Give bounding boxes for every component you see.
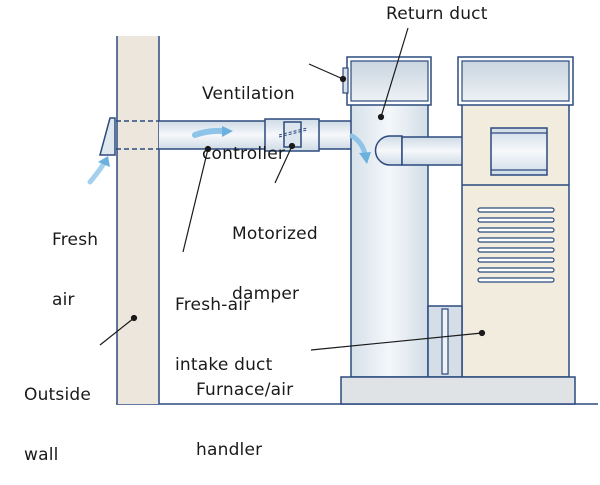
louver-slot bbox=[477, 277, 555, 283]
label-fresh-air-intake-duct: Fresh-air intake duct bbox=[175, 255, 272, 395]
furnace-air-handler bbox=[457, 56, 574, 378]
leader-intake-duct bbox=[182, 145, 212, 253]
label-intake-duct-line2: intake duct bbox=[175, 355, 273, 375]
label-motorized-damper-line2: damper bbox=[232, 284, 300, 304]
louver-slot bbox=[477, 247, 555, 253]
louver-slot bbox=[477, 217, 555, 223]
louver-slot bbox=[477, 267, 555, 273]
airflow-arrow-intake bbox=[192, 126, 233, 138]
airflow-arrow-fresh-air bbox=[87, 156, 110, 185]
filter-slot bbox=[427, 305, 463, 378]
louver-slot bbox=[477, 257, 555, 263]
label-ventilation-controller: Ventilation controller bbox=[202, 44, 295, 184]
label-intake-duct-line1: Fresh-air bbox=[175, 295, 251, 315]
base-platform bbox=[340, 376, 576, 405]
airflow-arrow-return bbox=[349, 133, 371, 164]
label-outside-wall-line2: wall bbox=[24, 445, 59, 465]
leader-motorized-damper bbox=[274, 142, 296, 184]
return-duct bbox=[346, 56, 432, 378]
label-ventilation-controller-line2: controller bbox=[202, 144, 286, 164]
ventilation-diagram bbox=[87, 27, 598, 405]
label-outside-wall-line1: Outside bbox=[24, 385, 92, 405]
louver-slot bbox=[477, 227, 555, 233]
louver-slot bbox=[477, 237, 555, 243]
blower-box bbox=[490, 127, 548, 176]
label-fresh-air-line1: Fresh bbox=[52, 230, 99, 250]
louver-slot bbox=[477, 207, 555, 213]
leader-return-duct bbox=[377, 27, 409, 121]
leader-ventilation-controller bbox=[308, 63, 347, 83]
outside-wall bbox=[116, 36, 160, 404]
label-motorized-damper: Motorized damper bbox=[232, 184, 318, 324]
label-furnace-line1: Furnace/air bbox=[196, 380, 294, 400]
label-furnace-air-handler: Furnace/air handler bbox=[196, 340, 293, 480]
leader-furnace bbox=[310, 329, 486, 351]
fresh-air-hood bbox=[99, 117, 116, 156]
label-motorized-damper-line1: Motorized bbox=[232, 224, 318, 244]
label-fresh-air-line2: air bbox=[52, 290, 75, 310]
label-fresh-air: Fresh air bbox=[52, 190, 98, 330]
label-ventilation-controller-line1: Ventilation bbox=[202, 84, 295, 104]
label-furnace-line2: handler bbox=[196, 440, 263, 460]
label-return-duct: Return duct bbox=[386, 4, 488, 24]
label-outside-wall: Outside wall bbox=[24, 345, 91, 485]
furnace-louvers bbox=[477, 207, 555, 283]
leader-outside-wall bbox=[99, 314, 138, 346]
